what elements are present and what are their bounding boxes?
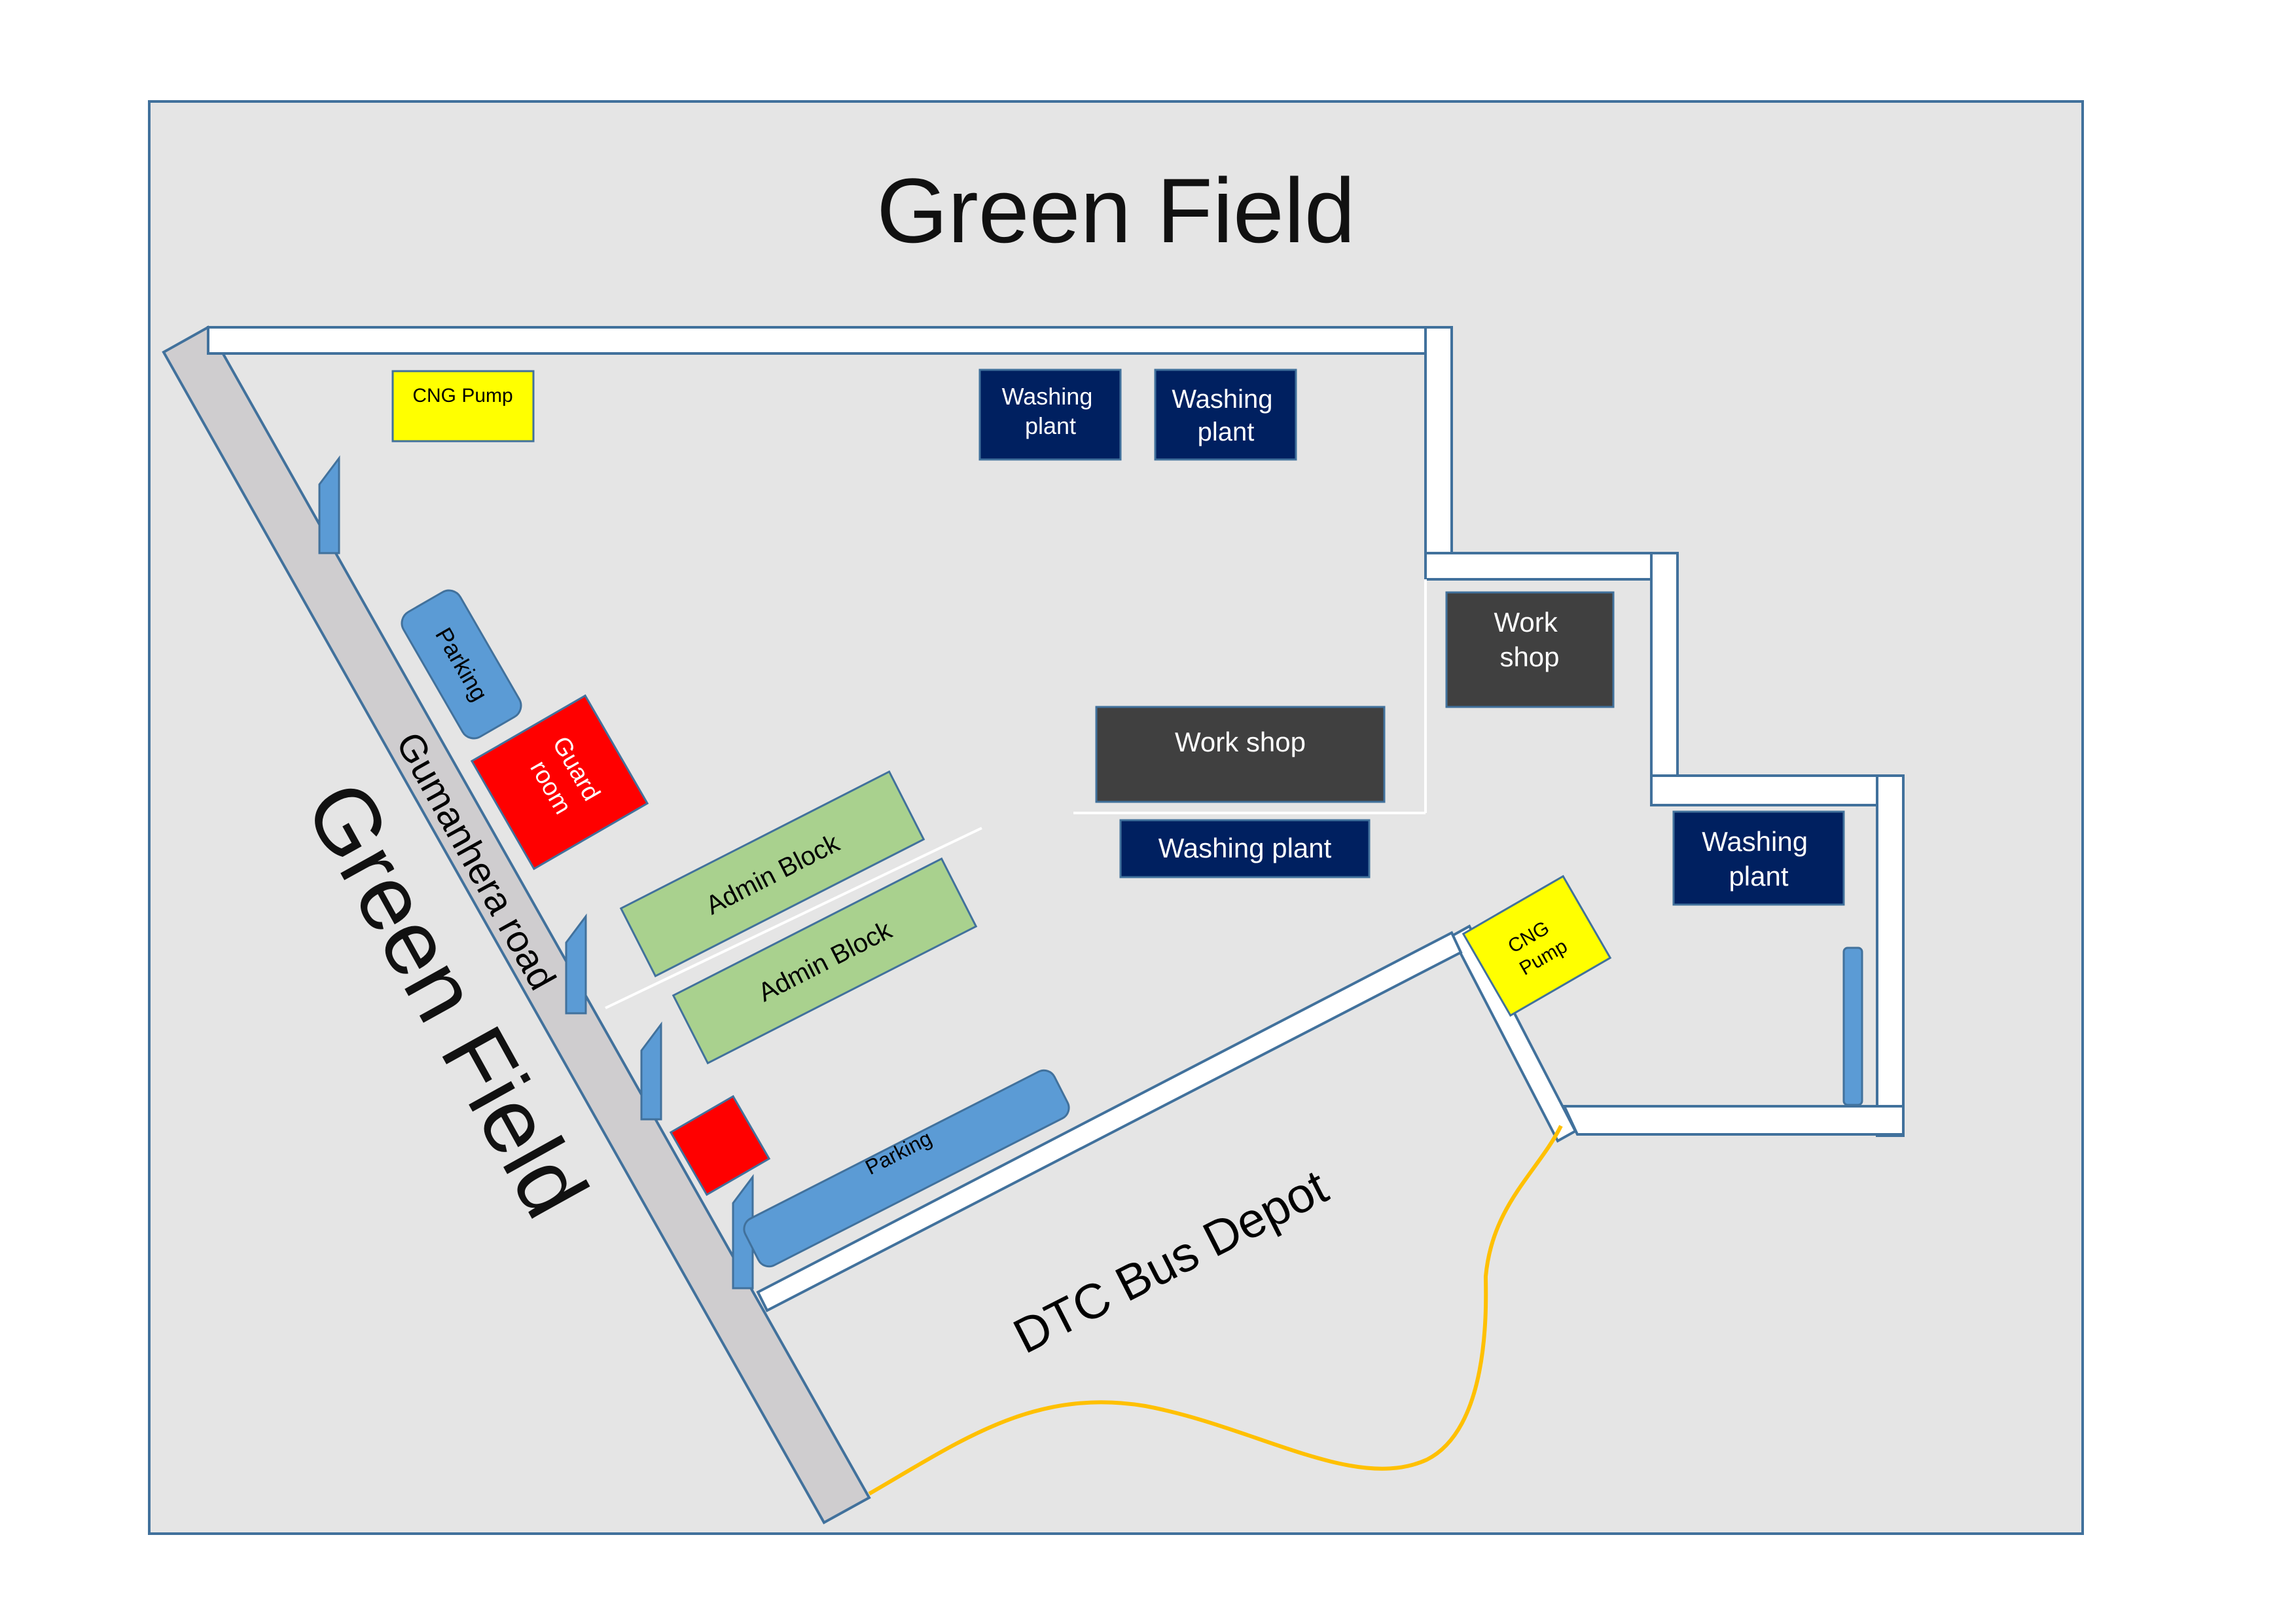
- gate-1: [318, 455, 340, 554]
- parking-1: Parking: [401, 589, 522, 740]
- gate-2: [565, 913, 587, 1015]
- workshop-1: Work shop: [1445, 591, 1615, 708]
- washing-plant-1: Washing plant: [978, 369, 1122, 461]
- svg-text:Washing plant: Washing plant: [1002, 383, 1100, 439]
- green-field-top-label: Green Field: [876, 159, 1355, 262]
- gate-4: [732, 1174, 754, 1290]
- svg-text:Washing plant: Washing plant: [1158, 833, 1332, 863]
- svg-text:Washing plant: Washing plant: [1172, 385, 1280, 446]
- svg-text:Washing plant: Washing plant: [1702, 826, 1816, 892]
- gates: [318, 455, 754, 1290]
- svg-text:Work shop: Work shop: [1494, 607, 1566, 672]
- internal-path-3: [605, 827, 982, 1009]
- gate-3: [640, 1021, 662, 1121]
- guard-room: Guard room: [470, 694, 649, 871]
- yellow-trail: [868, 1125, 1563, 1496]
- washing-plant-3: Washing plant: [1119, 819, 1371, 878]
- washing-plant-4: Washing plant: [1672, 810, 1845, 906]
- cng-pump-2: CNG Pump: [1462, 875, 1612, 1017]
- boundary-walls: [207, 326, 1905, 1312]
- cng-pump-1: CNG Pump: [391, 370, 535, 442]
- guard-booth: [669, 1094, 771, 1197]
- svg-text:CNG Pump: CNG Pump: [412, 385, 512, 406]
- right-parking-strip: [1842, 947, 1863, 1106]
- svg-text:Work shop: Work shop: [1175, 727, 1306, 757]
- workshop-2: Work shop: [1095, 706, 1386, 803]
- gumanhera-road: [162, 325, 871, 1525]
- washing-plant-2: Washing plant: [1154, 369, 1297, 461]
